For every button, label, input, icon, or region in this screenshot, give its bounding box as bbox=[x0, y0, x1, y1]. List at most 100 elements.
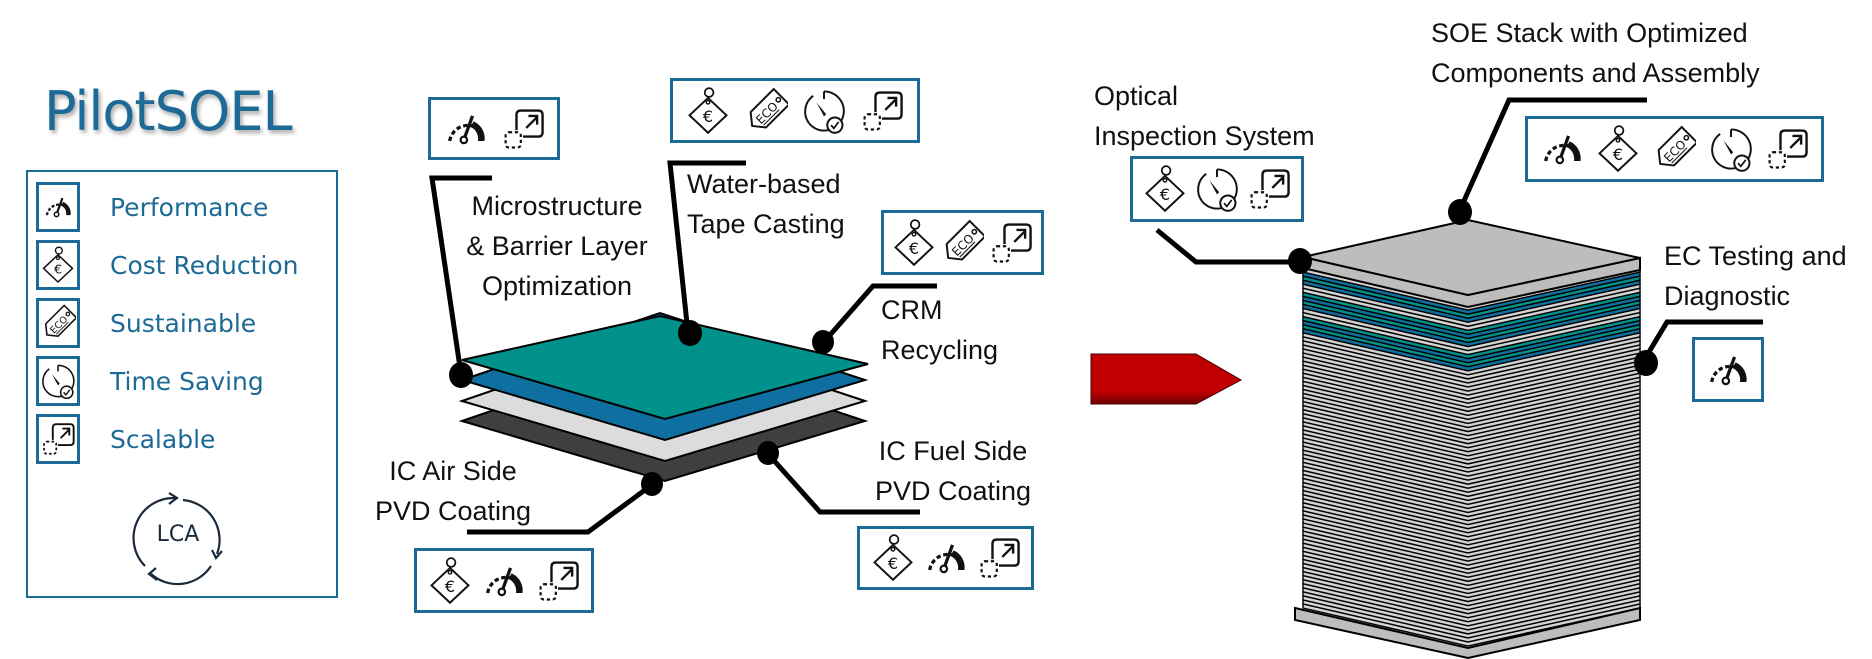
label-line: Components and Assembly bbox=[1431, 58, 1760, 88]
scale-up-icon bbox=[539, 560, 579, 601]
euro-price-tag-icon: € bbox=[430, 556, 470, 604]
label-line: Diagnostic bbox=[1664, 281, 1791, 311]
stack-bottom-plate bbox=[1294, 606, 1641, 659]
euro-price-tag-icon-glyph: € bbox=[42, 246, 74, 284]
leader-ic-fuel bbox=[767, 453, 920, 515]
icon-box-tape-casting: € ECO bbox=[670, 78, 920, 143]
svg-text:€: € bbox=[445, 576, 455, 595]
label-line: CRM bbox=[881, 295, 943, 325]
label-ic-fuel: IC Fuel Side PVD Coating bbox=[868, 431, 1038, 511]
eco-tag-icon: ECO bbox=[946, 219, 985, 260]
euro-price-tag-icon: € bbox=[688, 86, 728, 134]
legend-label: Sustainable bbox=[110, 308, 257, 338]
label-ic-air: IC Air Side PVD Coating bbox=[368, 451, 538, 531]
leader-ic-air bbox=[467, 481, 655, 535]
label-line: Optimization bbox=[481, 271, 633, 301]
scale-up-icon bbox=[980, 538, 1020, 578]
leader-ec-testing bbox=[1640, 319, 1763, 364]
leader-optical bbox=[1155, 228, 1302, 265]
svg-text:€: € bbox=[703, 106, 713, 125]
label-line: PVD Coating bbox=[874, 476, 1032, 506]
speedometer-icon bbox=[1544, 135, 1581, 165]
clock-check-icon-glyph bbox=[42, 364, 75, 400]
speedometer-icon bbox=[486, 566, 523, 596]
dot-soe-stack bbox=[1448, 199, 1472, 225]
label-line: Tape Casting bbox=[687, 209, 845, 239]
clock-check-icon bbox=[36, 356, 80, 406]
label-line: IC Air Side bbox=[389, 456, 517, 486]
label-line: PVD Coating bbox=[374, 496, 532, 526]
svg-text:€: € bbox=[1613, 145, 1623, 164]
icon-box-optical: € bbox=[1130, 156, 1304, 222]
euro-price-tag-icon: € bbox=[872, 534, 913, 582]
euro-price-tag-icon: € bbox=[36, 240, 80, 290]
leader-tape-casting bbox=[667, 160, 746, 334]
stack-leaders bbox=[1155, 97, 1763, 364]
eco-tag-icon-glyph: ECO bbox=[44, 304, 76, 337]
label-line: EC Testing and bbox=[1664, 241, 1847, 271]
scale-up-icon bbox=[36, 414, 80, 464]
cycle-arrows-icon bbox=[132, 492, 223, 586]
legend-box: Performance € Cost Reduction ECO Sustain… bbox=[26, 170, 338, 598]
svg-text:€: € bbox=[1160, 185, 1170, 204]
speedometer-icon bbox=[1710, 355, 1747, 385]
legend-item-cost-reduction: € Cost Reduction bbox=[36, 240, 299, 290]
label-line: Inspection System bbox=[1094, 121, 1315, 151]
dot-ic-fuel bbox=[757, 441, 779, 465]
speedometer-icon bbox=[447, 114, 485, 144]
label-line: Optical bbox=[1094, 81, 1179, 111]
scale-up-icon bbox=[863, 90, 903, 131]
label-line: Recycling bbox=[881, 335, 999, 365]
scale-up-icon-glyph bbox=[43, 423, 75, 455]
legend-item-time-saving: Time Saving bbox=[36, 356, 264, 406]
scale-up-icon bbox=[504, 108, 544, 149]
soe-stack bbox=[1294, 218, 1641, 659]
label-crm: CRM Recycling bbox=[881, 290, 998, 370]
legend-item-sustainable: ECO Sustainable bbox=[36, 298, 256, 348]
layer-teal bbox=[461, 314, 869, 421]
legend-item-performance: Performance bbox=[36, 182, 268, 232]
stack-top-plate bbox=[1302, 218, 1641, 297]
legend-label: Time Saving bbox=[110, 366, 264, 396]
lca-label: LCA bbox=[156, 522, 200, 547]
label-line: Microstructure bbox=[471, 191, 643, 221]
label-microstructure: Microstructure & Barrier Layer Optimizat… bbox=[452, 186, 662, 306]
label-optical: Optical Inspection System bbox=[1094, 76, 1315, 156]
leader-crm bbox=[821, 283, 937, 345]
icon-box-ec-testing bbox=[1692, 337, 1764, 402]
icon-box-soe-stack: € ECO bbox=[1525, 116, 1824, 182]
svg-text:ECO: ECO bbox=[753, 99, 781, 127]
euro-price-tag-icon: € bbox=[1598, 125, 1639, 173]
speedometer-icon bbox=[36, 182, 80, 232]
clock-check-icon bbox=[1710, 128, 1752, 172]
euro-price-tag-icon: € bbox=[1145, 165, 1185, 213]
leader-soe-stack bbox=[1456, 97, 1647, 214]
speedometer-icon bbox=[927, 544, 965, 574]
eco-tag-icon: ECO bbox=[36, 298, 80, 348]
dot-ic-air bbox=[641, 472, 663, 496]
speedometer-icon-glyph bbox=[45, 197, 71, 218]
dot-crm bbox=[812, 330, 834, 354]
svg-text:ECO: ECO bbox=[950, 231, 978, 259]
scale-up-icon bbox=[1768, 129, 1808, 169]
scale-up-icon bbox=[1250, 169, 1290, 209]
eco-tag-icon: ECO bbox=[1658, 125, 1697, 167]
cell-leader-dots bbox=[449, 320, 834, 496]
icon-box-microstructure bbox=[428, 97, 560, 160]
label-ec-testing: EC Testing and Diagnostic bbox=[1664, 236, 1847, 316]
cell-leaders bbox=[429, 160, 937, 535]
leader-microstructure bbox=[429, 175, 492, 375]
dot-optical bbox=[1288, 248, 1312, 274]
dot-ec-testing bbox=[1634, 350, 1658, 376]
legend-item-scalable: Scalable bbox=[36, 414, 215, 464]
lca-cycle: LCA bbox=[123, 484, 233, 594]
legend-label: Scalable bbox=[110, 424, 216, 454]
clock-check-icon bbox=[804, 89, 845, 134]
legend-label: Performance bbox=[110, 192, 269, 222]
legend-label: Cost Reduction bbox=[110, 250, 299, 280]
dot-microstructure bbox=[449, 362, 473, 388]
transition-arrow bbox=[1090, 353, 1243, 405]
label-tape-casting: Water-based Tape Casting bbox=[687, 164, 845, 244]
stack-leader-dots bbox=[1288, 199, 1658, 376]
